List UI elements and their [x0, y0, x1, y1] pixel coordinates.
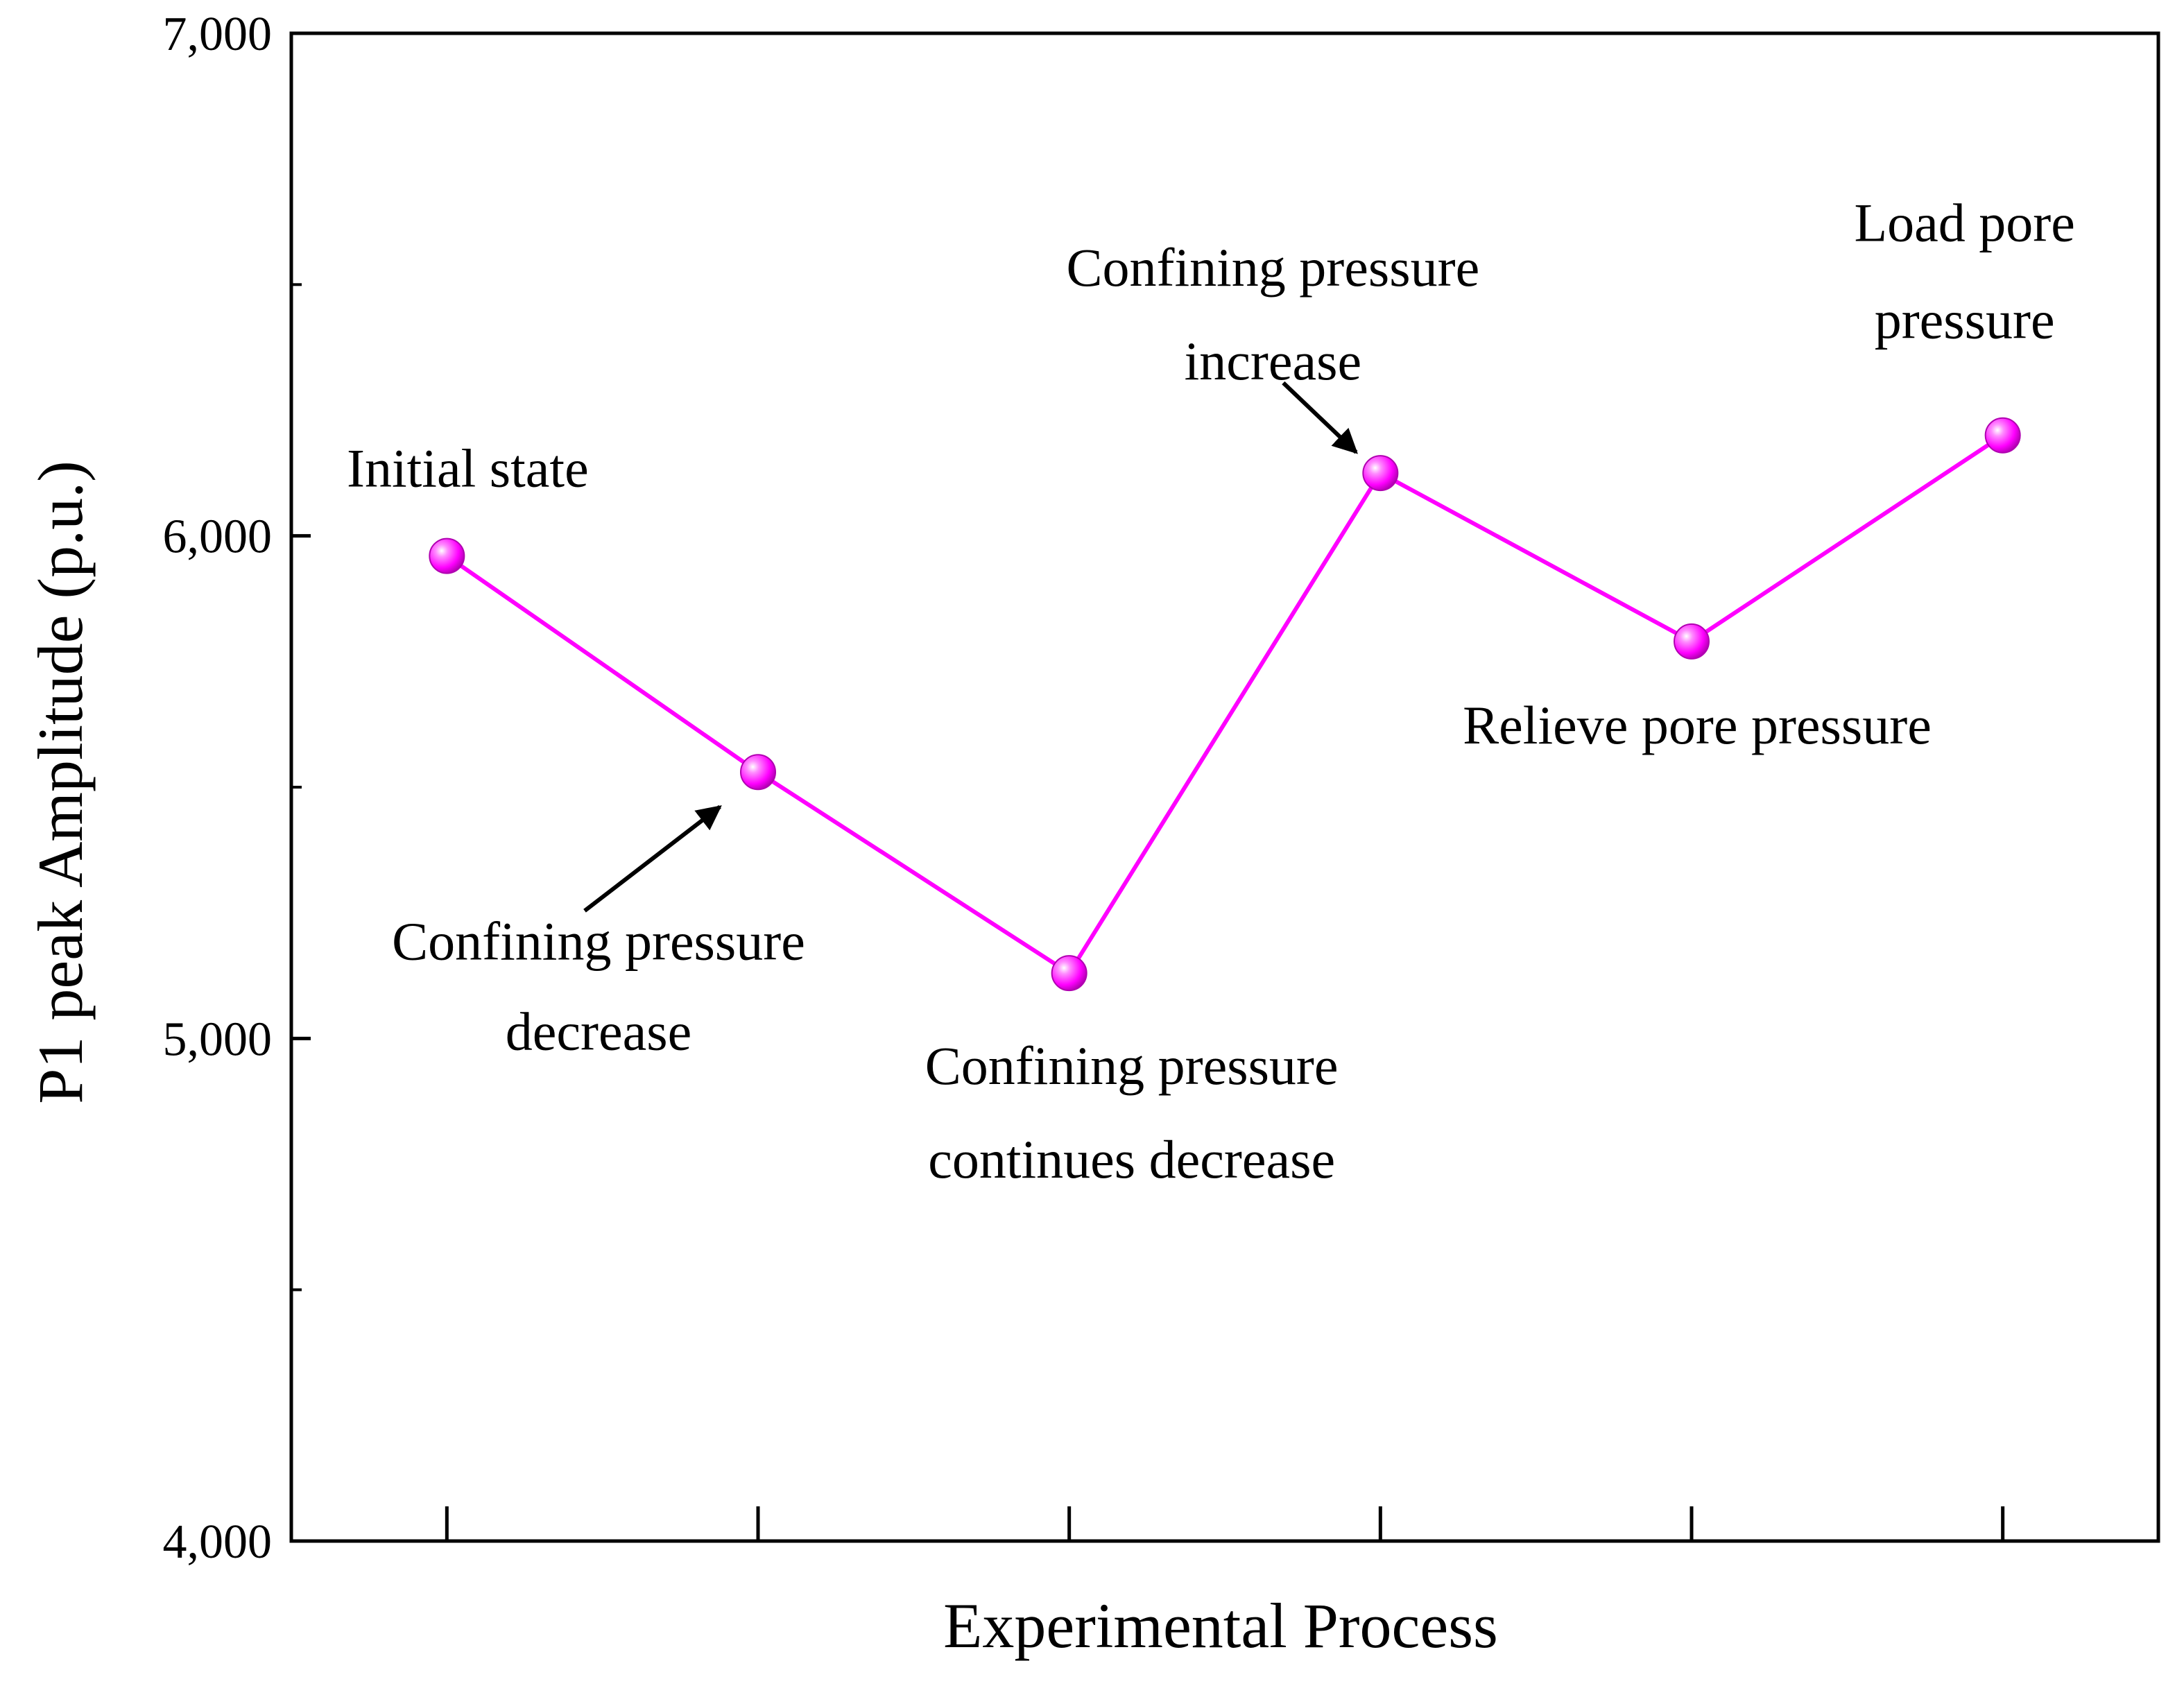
- annotation-line: Confining pressure: [925, 1035, 1339, 1096]
- annotation-line: pressure: [1875, 290, 2055, 350]
- annotation-line: Confining pressure: [392, 911, 805, 971]
- annotation-arrow: [1282, 381, 1358, 454]
- data-point: [1051, 955, 1087, 992]
- y-tick-label: 6,000: [163, 510, 273, 564]
- series-line: [445, 433, 2004, 976]
- annotation-label: Confining pressure increase: [1066, 237, 1479, 391]
- data-point: [429, 537, 465, 574]
- data-point: [1984, 417, 2021, 454]
- annotation-label: Confining pressure continues decrease: [925, 1035, 1339, 1189]
- x-axis-label: Experimental Process: [943, 1590, 1498, 1661]
- data-point: [740, 754, 776, 791]
- annotation-line: Load pore: [1854, 193, 2074, 253]
- data-point: [1362, 455, 1399, 492]
- y-axis: 4,000 5,000 6,000 7,000: [163, 8, 311, 1569]
- annotation-arrow: [583, 805, 722, 913]
- x-axis: [445, 1506, 2005, 1541]
- annotation-label: Confining pressure decrease: [392, 911, 805, 1061]
- y-tick-label: 5,000: [163, 1013, 273, 1066]
- data-point: [1674, 623, 1710, 660]
- y-tick-label: 4,000: [163, 1515, 273, 1569]
- y-axis-label: P1 peak Amplitude (p.u.): [25, 461, 96, 1104]
- annotation-line: Initial state: [347, 438, 589, 499]
- y-tick-label: 7,000: [163, 8, 273, 61]
- annotation-line: increase: [1185, 331, 1361, 391]
- annotation-line: Relieve pore pressure: [1463, 695, 1932, 755]
- annotation-line: continues decrease: [928, 1129, 1335, 1189]
- annotation-line: Confining pressure: [1066, 237, 1479, 298]
- annotation-label: Relieve pore pressure: [1463, 695, 1932, 755]
- series-layer: [429, 417, 2021, 992]
- annotation-label: Load pore pressure: [1854, 193, 2074, 350]
- annotation-line: decrease: [506, 1001, 691, 1061]
- arrows-layer: [583, 381, 1358, 913]
- annotation-label: Initial state: [347, 438, 589, 499]
